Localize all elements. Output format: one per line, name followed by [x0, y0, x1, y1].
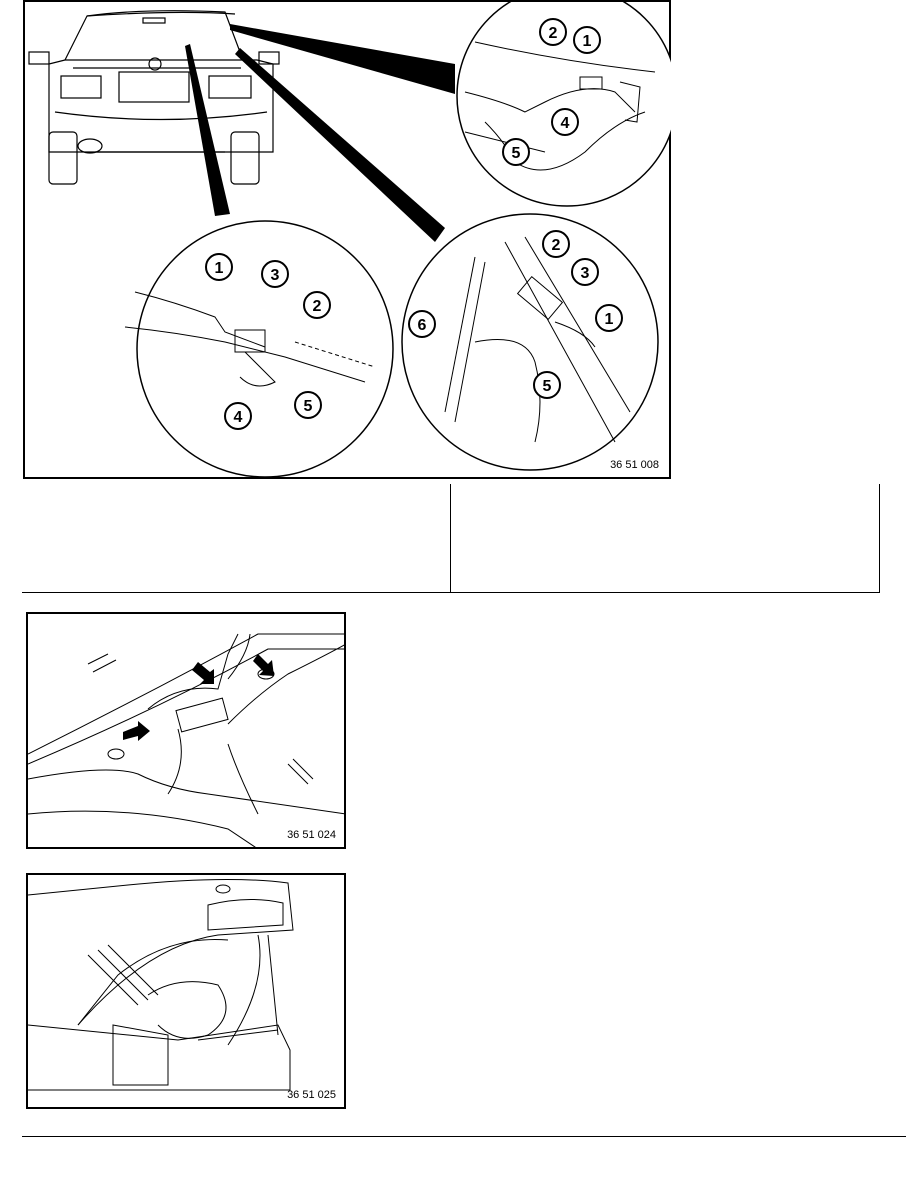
figure-code: 36 51 024 — [287, 829, 336, 841]
figure-trunk-open-view: 36 51 025 — [26, 873, 346, 1109]
svg-text:1: 1 — [583, 33, 592, 50]
callout-top-2: 2 — [539, 18, 567, 46]
figure-rear-window-antenna: 2 1 4 5 1 3 2 4 5 2 3 6 1 5 36 51 008 — [23, 0, 671, 479]
figure-trunk-lid-connectors: 36 51 024 — [26, 612, 346, 849]
arrow-icon — [123, 721, 150, 741]
svg-text:2: 2 — [313, 298, 322, 315]
svg-text:5: 5 — [512, 145, 521, 162]
column-divider-right — [879, 484, 880, 592]
callout-right-2: 2 — [542, 230, 570, 258]
callout-right-1: 1 — [595, 304, 623, 332]
svg-text:2: 2 — [552, 237, 561, 254]
arrow-icon — [192, 662, 214, 684]
callout-top-4: 4 — [551, 108, 579, 136]
callouts: 2 1 4 5 1 3 2 4 5 2 3 6 1 5 — [205, 18, 623, 430]
svg-text:1: 1 — [215, 260, 224, 277]
section-rule — [22, 592, 880, 593]
figure-code: 36 51 008 — [610, 459, 659, 471]
callout-right-5: 5 — [533, 371, 561, 399]
callout-right-6: 6 — [408, 310, 436, 338]
svg-text:6: 6 — [418, 317, 427, 334]
callout-left-5: 5 — [294, 391, 322, 419]
illustration-rear-antenna-overview: 2 1 4 5 1 3 2 4 5 2 3 6 1 5 — [28, 2, 671, 478]
detail-circle-bottom-right — [401, 213, 659, 471]
svg-text:2: 2 — [549, 25, 558, 42]
svg-text:3: 3 — [271, 267, 280, 284]
figure-code: 36 51 025 — [287, 1089, 336, 1101]
arrow-markers — [123, 654, 274, 741]
arrow-icon — [253, 654, 274, 676]
callout-left-2: 2 — [303, 291, 331, 319]
callout-top-5: 5 — [502, 138, 530, 166]
callout-left-3: 3 — [261, 260, 289, 288]
svg-text:4: 4 — [234, 409, 243, 426]
callout-top-1: 1 — [573, 26, 601, 54]
callout-left-1: 1 — [205, 253, 233, 281]
svg-text:3: 3 — [581, 265, 590, 282]
column-divider-left — [450, 484, 451, 592]
svg-text:5: 5 — [543, 378, 552, 395]
illustration-open-trunk — [28, 878, 294, 1091]
svg-text:4: 4 — [561, 115, 570, 132]
callout-left-4: 4 — [224, 402, 252, 430]
page-bottom-rule — [22, 1136, 906, 1137]
illustration-trunk-lid-wiring — [28, 633, 346, 849]
svg-text:1: 1 — [605, 311, 614, 328]
svg-text:5: 5 — [304, 398, 313, 415]
callout-right-3: 3 — [571, 258, 599, 286]
